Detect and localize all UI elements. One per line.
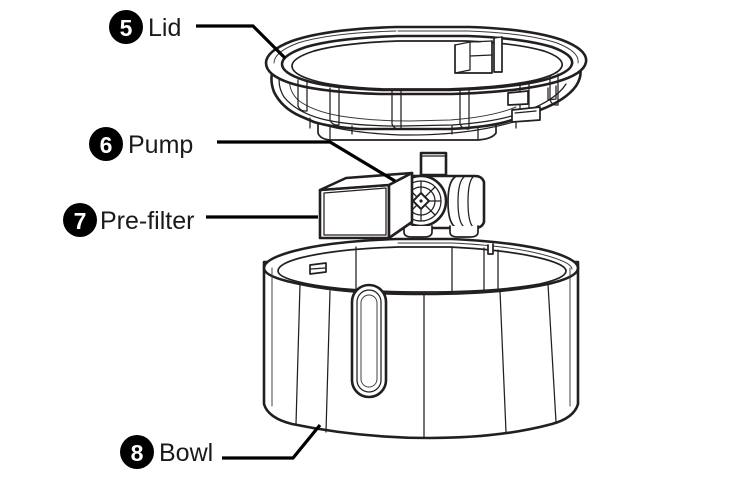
bowl-rim-notch bbox=[487, 243, 494, 255]
leader-line-lid bbox=[196, 24, 287, 60]
bowl-body bbox=[262, 260, 580, 440]
lid-tab-right bbox=[507, 90, 541, 123]
callout-label-pump: Pump bbox=[128, 131, 193, 159]
bowl-water-window bbox=[350, 283, 388, 399]
callout-label-lid: Lid bbox=[148, 14, 181, 42]
leader-line-bowl bbox=[222, 423, 322, 460]
part-lid bbox=[264, 25, 588, 141]
callout-badge-number-6: 6 bbox=[100, 132, 113, 158]
bowl-facet-edges bbox=[263, 265, 579, 439]
lid-latch bbox=[547, 85, 557, 101]
pump-feet bbox=[403, 225, 479, 238]
leader-line-pump bbox=[217, 140, 396, 183]
callout-badge-number-8: 8 bbox=[131, 440, 144, 466]
bowl-fill-marker bbox=[309, 262, 327, 275]
callout-label-bowl: Bowl bbox=[159, 439, 213, 467]
part-pre-filter bbox=[318, 171, 414, 240]
callout-5: 5 Lid bbox=[109, 10, 181, 44]
callout-8: 8 Bowl bbox=[120, 435, 213, 469]
lid-inner-housing bbox=[454, 36, 503, 74]
callout-7: 7 Pre-filter bbox=[63, 203, 194, 237]
callout-label-pre-filter: Pre-filter bbox=[100, 207, 194, 235]
callout-badge-8 bbox=[120, 435, 154, 469]
bowl-rim-facets bbox=[355, 246, 499, 293]
pump-outlet-spout bbox=[419, 151, 448, 177]
callout-badge-number-5: 5 bbox=[120, 15, 133, 41]
callout-6: 6 Pump bbox=[89, 127, 193, 161]
callout-badge-6 bbox=[89, 127, 123, 161]
part-bowl bbox=[262, 237, 580, 440]
lid-inner-wall bbox=[291, 40, 564, 90]
bowl-rim bbox=[262, 237, 580, 296]
leader-lines bbox=[196, 24, 396, 460]
callout-badge-7 bbox=[63, 203, 97, 237]
callout-badge-number-7: 7 bbox=[74, 208, 87, 234]
callout-badge-5 bbox=[109, 10, 143, 44]
